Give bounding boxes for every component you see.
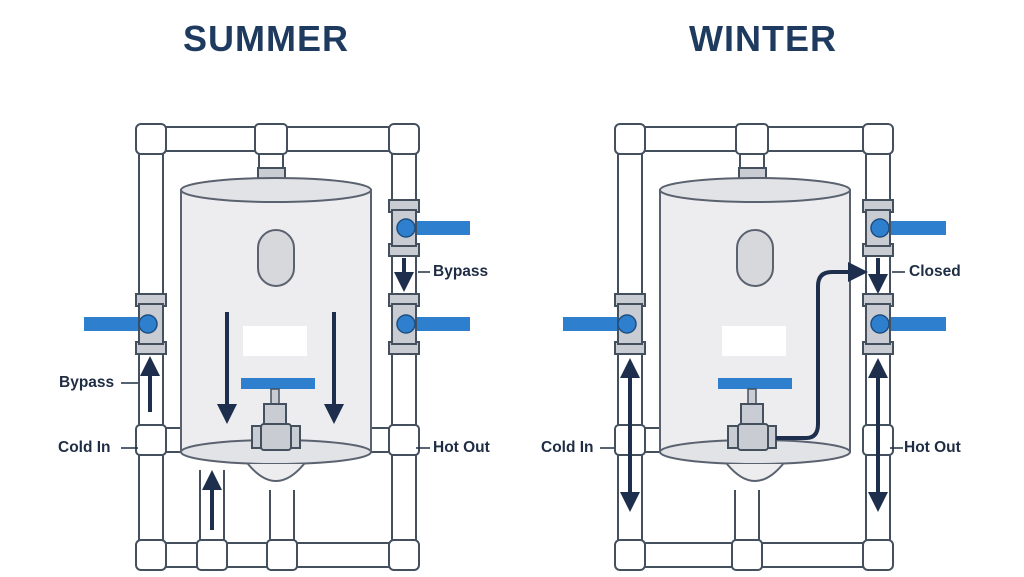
summer-bypass-left-label: Bypass <box>59 374 115 391</box>
winter-drain-valve <box>718 378 792 451</box>
winter-hot-out-label: Hot Out <box>904 439 961 456</box>
winter-label-leaders <box>600 271 905 449</box>
summer-flow-arrows <box>140 258 414 530</box>
winter-right-upper-valve <box>862 199 946 257</box>
winter-pipe-fittings <box>614 123 894 571</box>
winter-cold-in-label: Cold In <box>541 439 594 456</box>
winter-title: WINTER <box>689 18 837 59</box>
summer-hot-out-label: Hot Out <box>433 439 490 456</box>
summer-drain-valve <box>241 378 315 451</box>
summer-panel <box>84 123 470 571</box>
summer-right-lower-valve <box>388 293 470 355</box>
winter-panel <box>563 123 946 571</box>
summer-bypass-right-label: Bypass <box>433 263 489 280</box>
winter-closed-label: Closed <box>909 263 961 280</box>
summer-right-upper-valve <box>388 199 470 257</box>
summer-label-leaders <box>121 271 430 449</box>
summer-left-valve <box>84 293 167 355</box>
winter-left-valve <box>563 293 646 355</box>
winter-flow-arrows <box>620 258 888 512</box>
summer-pipe-fittings <box>135 123 420 571</box>
winter-right-lower-valve <box>862 293 946 355</box>
summer-cold-in-label: Cold In <box>58 439 111 456</box>
summer-title: SUMMER <box>183 18 349 59</box>
